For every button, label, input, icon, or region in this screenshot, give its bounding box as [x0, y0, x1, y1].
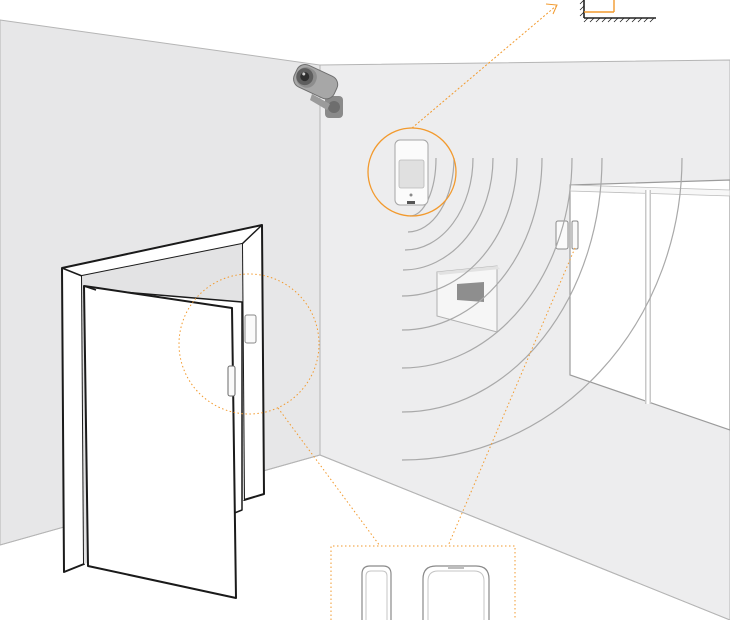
- sensor-detail-inset: [330, 545, 516, 620]
- door-leaf: [83, 285, 243, 599]
- pir-motion-sensor-icon: [394, 139, 429, 206]
- window-contact-sensor-icon: [555, 220, 579, 250]
- motion-sensor-highlight: [367, 127, 457, 217]
- mounting-inset: [579, 0, 656, 23]
- window: [569, 179, 730, 431]
- leader-line-door-sensor: [277, 407, 381, 547]
- leader-line-motion-sensor: [411, 5, 557, 129]
- floor-edge-right: [319, 454, 730, 620]
- signal-waves: [401, 157, 683, 461]
- door-contact-sensor-icon: [227, 314, 257, 397]
- cctv-camera-icon: [293, 63, 343, 118]
- door-sensor-highlight: [178, 273, 320, 415]
- leader-arrowhead: [545, 3, 558, 15]
